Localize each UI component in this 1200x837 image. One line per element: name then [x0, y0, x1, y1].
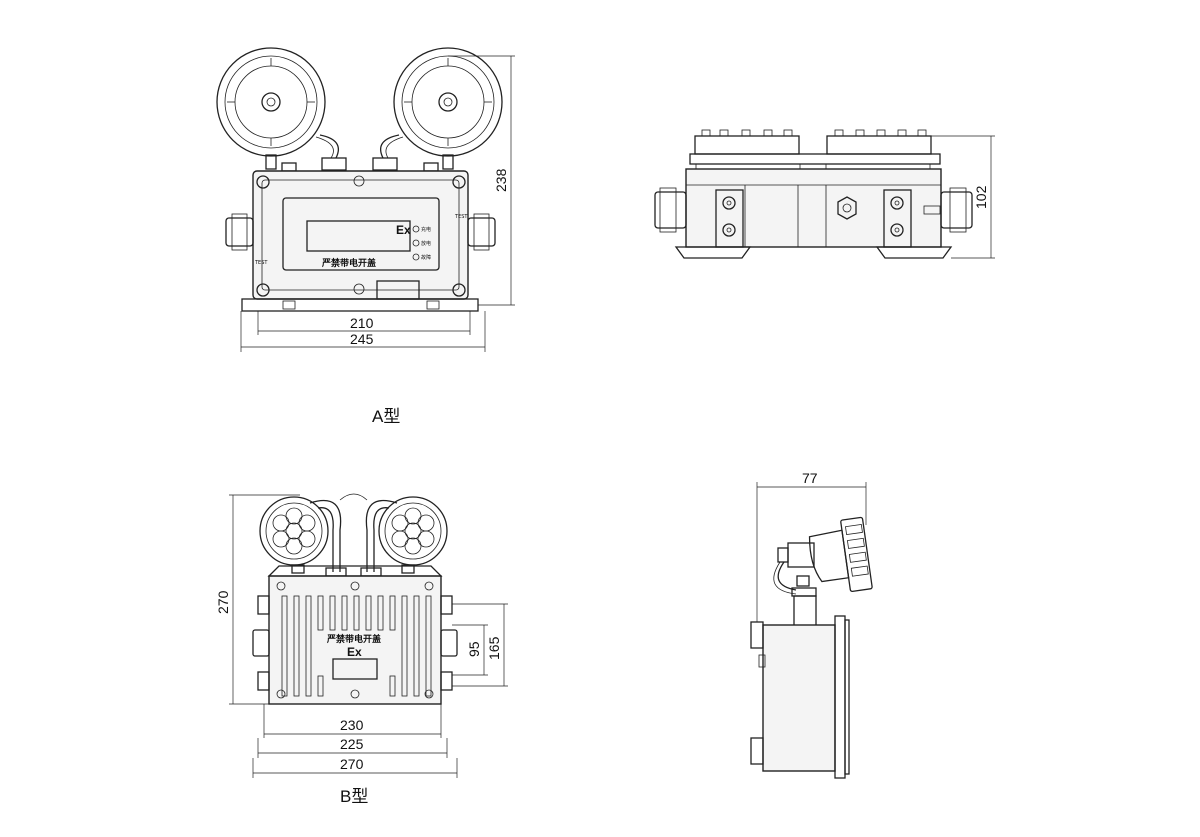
dim-b-95: 95 — [466, 641, 482, 657]
lamp-head-b-left — [259, 496, 329, 566]
dim-b-270-width: 270 — [340, 756, 364, 772]
type-b-caption: B型 — [340, 787, 368, 806]
dim-b-230: 230 — [340, 717, 364, 733]
dim-b-side-77: 77 — [802, 470, 818, 486]
dim-a-238: 238 — [493, 168, 509, 192]
lamp-head-left — [216, 47, 326, 157]
lamp-head-b-right — [378, 496, 448, 566]
type-b-warning-label: 严禁带电开盖 — [326, 633, 381, 645]
type-b-dimensions: 230 225 270 270 95 165 — [215, 494, 508, 778]
type-a-caption: A型 — [372, 407, 400, 426]
indicator-discharge-label: 放电 — [421, 240, 431, 247]
type-a-side-view: 102 — [654, 129, 995, 259]
type-a-dimensions: 210 245 238 — [240, 55, 515, 352]
dim-a-side-102: 102 — [973, 185, 989, 209]
type-a-ex-mark: Ex — [396, 223, 411, 237]
type-a-warning-label: 严禁带电开盖 — [321, 257, 376, 269]
dim-a-210: 210 — [350, 315, 374, 331]
dim-b-225: 225 — [340, 736, 364, 752]
indicator-fault-label: 故障 — [421, 254, 431, 261]
type-b-front-view: 严禁带电开盖 Ex 230 225 270 270 95 — [215, 493, 508, 806]
type-b-ex-mark: Ex — [347, 645, 362, 659]
type-a-test-tag-left: TEST — [254, 260, 268, 266]
lamp-head-right — [393, 47, 503, 157]
type-b-side-view: 77 — [750, 470, 873, 779]
dim-b-270-height: 270 — [215, 590, 231, 614]
type-a-front-view: Ex 充电 放电 故障 严禁带电开盖 TEST TEST 210 245 23 — [216, 47, 515, 426]
dim-a-245: 245 — [350, 331, 374, 347]
indicator-charge-label: 充电 — [421, 226, 431, 233]
dim-b-165: 165 — [486, 636, 502, 660]
type-a-test-tag-right: TEST — [454, 214, 468, 220]
